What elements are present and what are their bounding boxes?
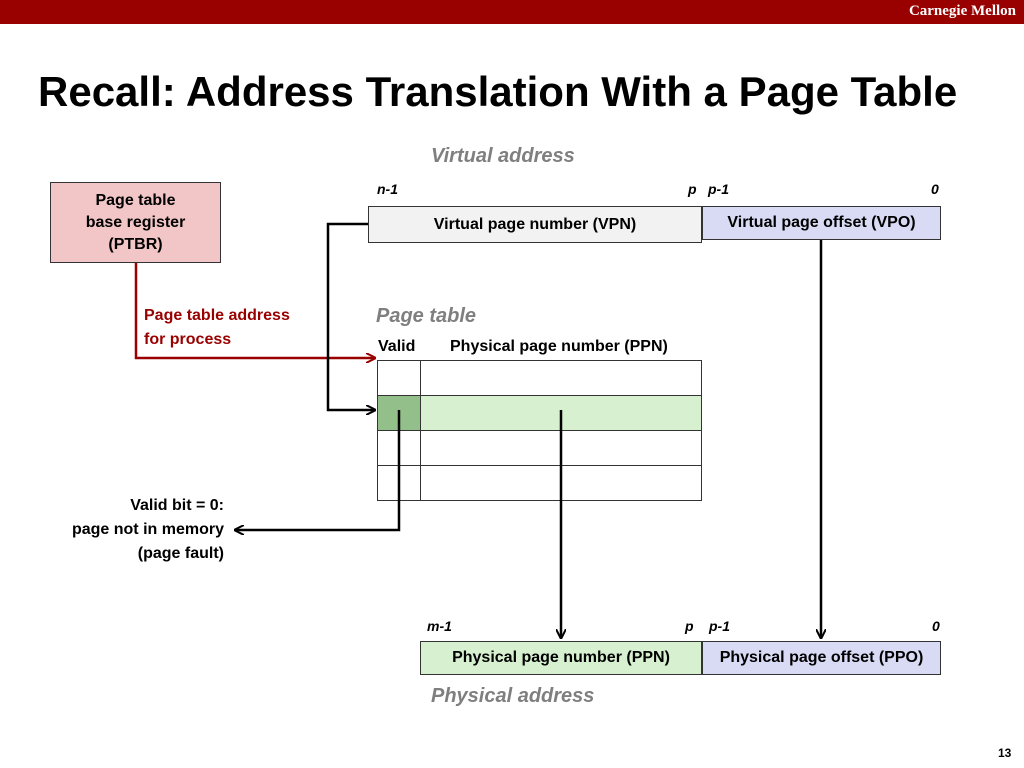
header-bar: Carnegie Mellon bbox=[0, 0, 1024, 24]
ptbr-arrow bbox=[134, 263, 374, 358]
va-bit-p-minus-1: p-1 bbox=[708, 181, 729, 197]
page-table-address-line1: Page table address bbox=[144, 307, 290, 324]
vpn-index-arrow bbox=[326, 222, 374, 410]
pa-bit-p: p bbox=[685, 618, 694, 634]
vpo-label: Virtual page offset (VPO) bbox=[727, 214, 916, 231]
valid-bit-line1: Valid bit = 0: bbox=[130, 497, 224, 514]
ptbr-line2: base register bbox=[85, 213, 186, 231]
page-table-address-line2: for process bbox=[144, 331, 232, 348]
pa-bit-zero: 0 bbox=[932, 618, 940, 634]
ppn-label: Physical page number (PPN) bbox=[452, 649, 670, 666]
pa-bit-p-minus-1: p-1 bbox=[709, 618, 730, 634]
valid-bit-note: Valid bit = 0: page not in memory (page … bbox=[72, 494, 224, 566]
vpn-box: Virtual page number (VPN) bbox=[368, 206, 702, 243]
va-bit-zero: 0 bbox=[931, 181, 939, 197]
vpn-label: Virtual page number (VPN) bbox=[433, 215, 637, 233]
valid-bit-line2: page not in memory bbox=[71, 521, 224, 538]
va-bit-p: p bbox=[688, 181, 697, 197]
brand-logo-text: Carnegie Mellon bbox=[908, 3, 1016, 19]
ppo-label: Physical page offset (PPO) bbox=[719, 649, 924, 666]
slide-number: 13 bbox=[998, 746, 1012, 760]
valid-cell bbox=[377, 360, 421, 396]
page-table-address-label: Page table address for process bbox=[144, 304, 290, 352]
pa-bit-high: m-1 bbox=[427, 618, 452, 634]
ppn-box: Physical page number (PPN) bbox=[420, 641, 702, 675]
ppo-box: Physical page offset (PPO) bbox=[702, 641, 941, 675]
valid-column-header: Valid bbox=[378, 338, 416, 355]
physical-address-label: Physical address bbox=[431, 685, 595, 707]
ppn-column-header: Physical page number (PPN) bbox=[450, 338, 668, 355]
va-bit-high: n-1 bbox=[377, 181, 398, 197]
slide-title: Recall: Address Translation With a Page … bbox=[38, 68, 958, 115]
ptbr-line1: Page table bbox=[95, 191, 176, 209]
ptbr-box: Page table base register (PTBR) bbox=[50, 182, 221, 263]
page-table-label: Page table bbox=[376, 305, 477, 327]
vpo-box: Virtual page offset (VPO) bbox=[702, 206, 941, 240]
valid-bit-arrow bbox=[236, 410, 401, 530]
page-table-row bbox=[377, 360, 702, 396]
ptbr-line3: (PTBR) bbox=[108, 235, 163, 253]
virtual-address-label: Virtual address bbox=[431, 145, 575, 167]
valid-bit-line3: (page fault) bbox=[137, 545, 224, 562]
